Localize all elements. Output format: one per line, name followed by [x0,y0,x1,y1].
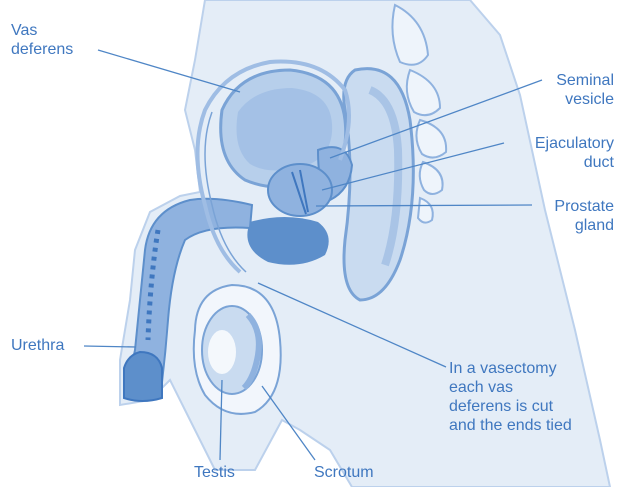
label-line: deferens is cut [449,397,572,416]
label-line: vesicle [556,90,614,109]
label-line: Vas [11,21,73,40]
label-line: Scrotum [314,463,374,482]
label-line: and the ends tied [449,416,572,435]
label-line: Testis [194,463,235,482]
label-line: duct [535,153,614,172]
label-seminal-vesicle: Seminal vesicle [556,71,614,109]
label-line: Urethra [11,336,64,355]
label-line: gland [554,216,614,235]
label-line: each vas [449,378,572,397]
label-line: Prostate [554,197,614,216]
label-vas-deferens: Vas deferens [11,21,73,59]
label-line: deferens [11,40,73,59]
label-line: Seminal [556,71,614,90]
label-line: In a vasectomy [449,359,572,378]
label-prostate-gland: Prostate gland [554,197,614,235]
label-ejaculatory-duct: Ejaculatory duct [535,134,614,172]
label-scrotum: Scrotum [314,463,374,482]
glans [124,352,162,401]
label-vasectomy-note: In a vasectomy each vas deferens is cut … [449,359,572,435]
label-urethra: Urethra [11,336,64,355]
label-testis: Testis [194,463,235,482]
label-line: Ejaculatory [535,134,614,153]
